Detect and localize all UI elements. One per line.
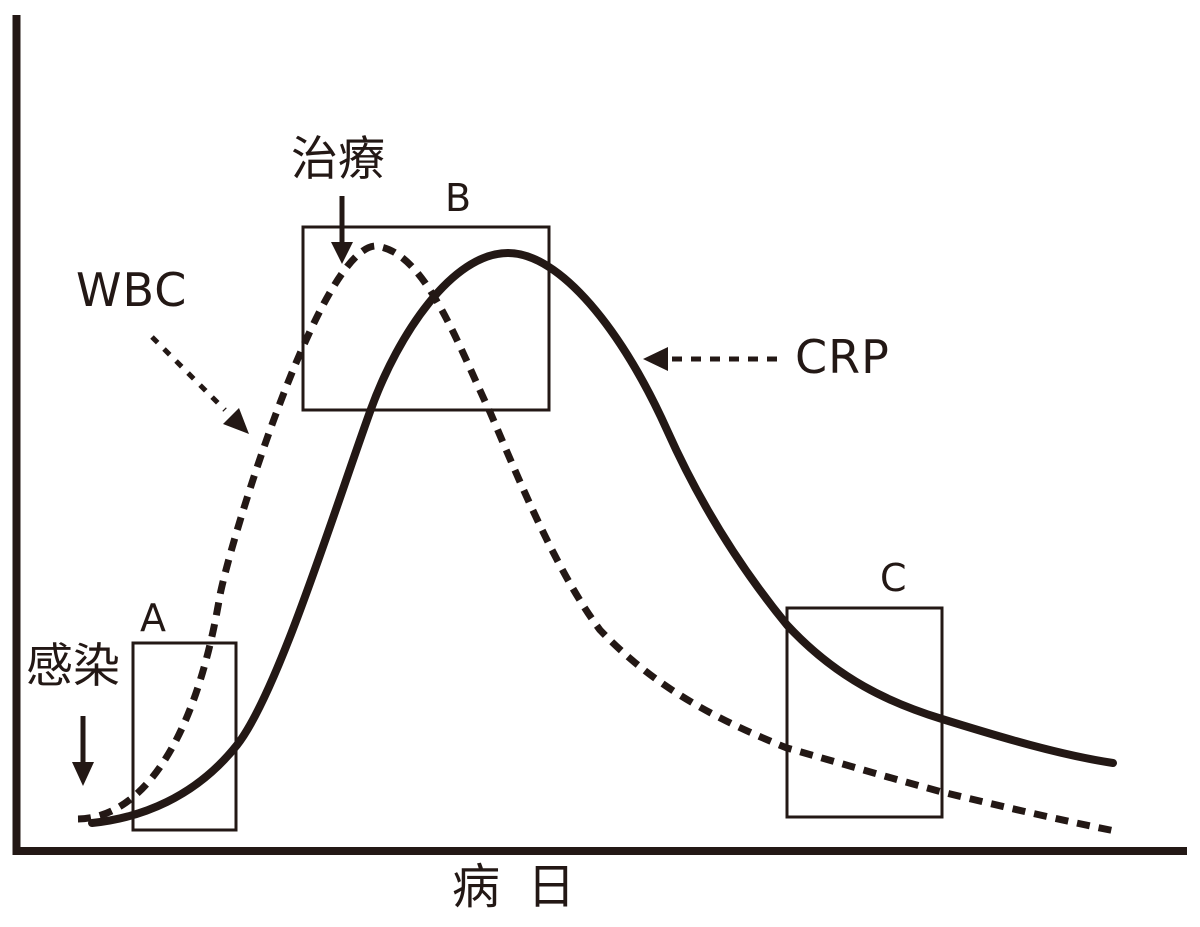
treatment-label: 治療	[291, 132, 385, 187]
region-box-a	[131, 641, 238, 832]
infection-label: 感染	[26, 639, 120, 694]
crp-series-label: CRP	[795, 330, 890, 384]
region-box-b	[301, 225, 551, 412]
x-axis-label: 病 日	[452, 859, 582, 915]
region-c-label: C	[880, 556, 907, 600]
wbc-pointer-arrow	[150, 335, 249, 434]
axes	[12, 15, 1187, 855]
region-a-label: A	[140, 596, 166, 640]
wbc-series-label: WBC	[76, 263, 188, 317]
crp-curve	[88, 248, 1117, 827]
region-box-c	[785, 606, 944, 819]
crp-pointer-arrow	[643, 347, 777, 371]
infection-arrow	[72, 716, 94, 786]
treatment-arrow	[331, 196, 353, 264]
region-b-label: B	[445, 176, 472, 220]
wbc-curve	[77, 242, 1116, 835]
